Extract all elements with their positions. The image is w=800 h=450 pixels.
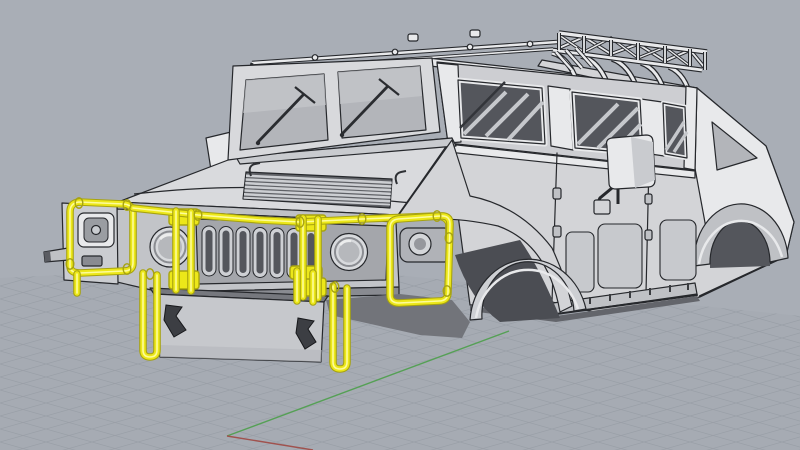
cargo-window: [660, 100, 690, 161]
far-side-wiper: [459, 81, 506, 129]
windshield: [227, 57, 441, 161]
hood-latch: [248, 162, 261, 177]
hood-vents: [242, 171, 393, 209]
headlight-left: [149, 226, 191, 268]
left-fender-face: [61, 202, 119, 285]
wiper-left: [255, 86, 316, 146]
front-fender: [397, 139, 587, 321]
wiper-right: [339, 78, 400, 138]
guard-tube-joints: [65, 197, 454, 297]
door-recessed-panel: [659, 219, 697, 281]
x-axis-line: [226, 435, 314, 450]
turn-signal-right: [399, 227, 453, 263]
y-axis-line: [226, 330, 510, 437]
rear-wheel-arch: [693, 203, 789, 268]
headlight-right: [329, 232, 369, 272]
world-axes: [226, 330, 510, 450]
door-recessed-panel: [597, 223, 643, 289]
quarter-window: [711, 121, 758, 171]
roof-rack: [551, 30, 708, 73]
hood-latch: [394, 170, 407, 185]
cowl: [235, 137, 457, 165]
selected-brush-guard[interactable]: [65, 197, 454, 373]
front-door-window: [455, 77, 548, 147]
hood: [116, 137, 463, 223]
tow-hook-left: [163, 304, 187, 338]
side-mirror: [593, 134, 656, 215]
tow-hook-right: [295, 317, 317, 350]
